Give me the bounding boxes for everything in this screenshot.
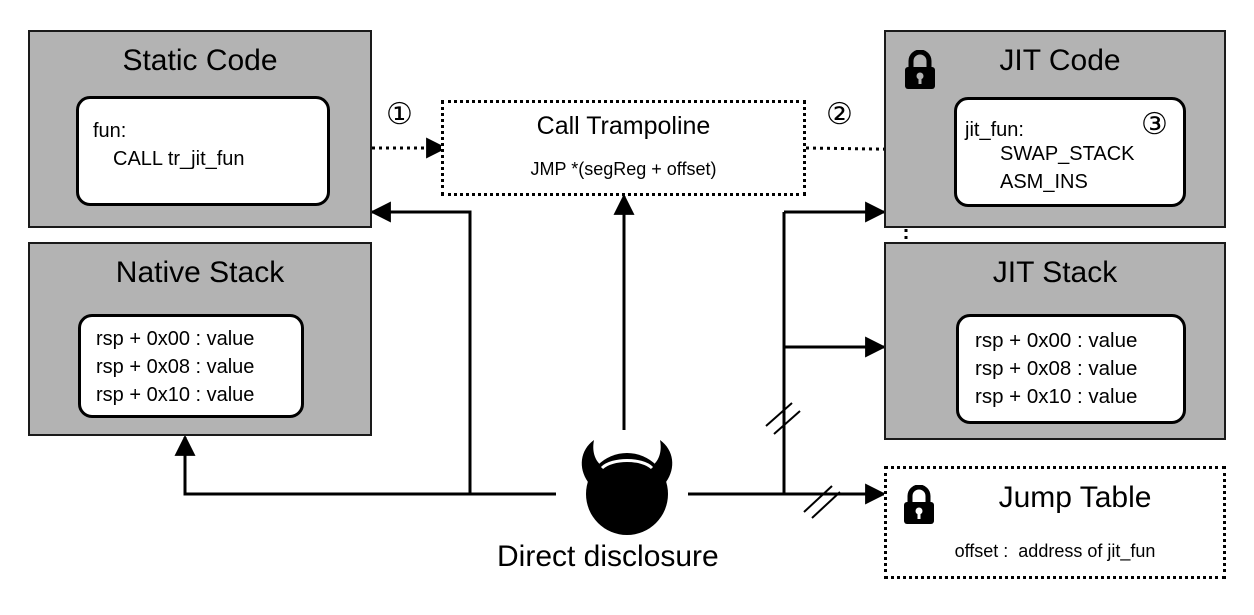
blocked-mark-jump-table (803, 485, 841, 519)
jit-stack-row: rsp + 0x10 : value (975, 385, 1138, 408)
native-stack-region: Native Stack rsp + 0x00 : value rsp + 0x… (28, 242, 372, 436)
native-stack-row: rsp + 0x10 : value (96, 384, 255, 406)
jit-stack-title: JIT Stack (992, 256, 1118, 289)
disclose-native-stack (174, 434, 556, 496)
static-call-instruction: CALL tr_jit_fun (113, 148, 245, 170)
devil-icon (581, 440, 673, 535)
jit-stack-row: rsp + 0x08 : value (975, 357, 1138, 380)
jit-code-title: JIT Code (999, 44, 1121, 77)
native-stack-row: rsp + 0x00 : value (96, 328, 255, 350)
native-stack-row: rsp + 0x08 : value (96, 356, 255, 378)
static-fun-label: fun: (93, 120, 127, 142)
call-trampoline-title: Call Trampoline (536, 112, 711, 140)
static-code-title: Static Code (122, 44, 278, 77)
jump-table-title: Jump Table (998, 481, 1152, 514)
jit-stack-row: rsp + 0x00 : value (975, 329, 1138, 352)
blocked-mark-jit-stack (765, 402, 801, 435)
jit-fun-label: jit_fun: (965, 119, 1024, 141)
step-1-marker: ① (386, 98, 413, 131)
attacker-caption: Direct disclosure (497, 540, 719, 573)
jit-instruction: SWAP_STACK (1000, 143, 1135, 165)
jump-table-box: Jump Table offset : address of jit_fun (884, 466, 1226, 579)
step-2-marker: ② (826, 98, 853, 131)
call-trampoline-jmp: JMP *(segReg + offset) (530, 159, 717, 179)
call-trampoline-box: Call Trampoline JMP *(segReg + offset) (441, 100, 806, 196)
step-3-marker: ③ (1141, 108, 1168, 141)
jit-instruction: ASM_INS (1000, 171, 1088, 193)
native-stack-title: Native Stack (115, 256, 285, 289)
jump-table-entry: offset : address of jit_fun (954, 541, 1156, 561)
jit-code-function-box: jit_fun: SWAP_STACK ASM_INS ③ (954, 97, 1186, 207)
disclose-static-code (369, 201, 472, 494)
attacker-right-trunk (688, 212, 786, 496)
static-code-region: Static Code fun: CALL tr_jit_fun (28, 30, 372, 228)
lock-icon (905, 50, 935, 89)
jit-stack-box: rsp + 0x00 : value rsp + 0x08 : value rs… (956, 314, 1186, 424)
lock-icon (904, 485, 934, 524)
native-stack-box: rsp + 0x00 : value rsp + 0x08 : value rs… (78, 314, 304, 418)
static-code-function-box: fun: CALL tr_jit_fun (76, 96, 330, 206)
jit-code-region: JIT Code jit_fun: SWAP_STACK ASM_INS ③ (884, 30, 1226, 228)
jit-stack-region: JIT Stack rsp + 0x00 : value rsp + 0x08 … (884, 242, 1226, 440)
